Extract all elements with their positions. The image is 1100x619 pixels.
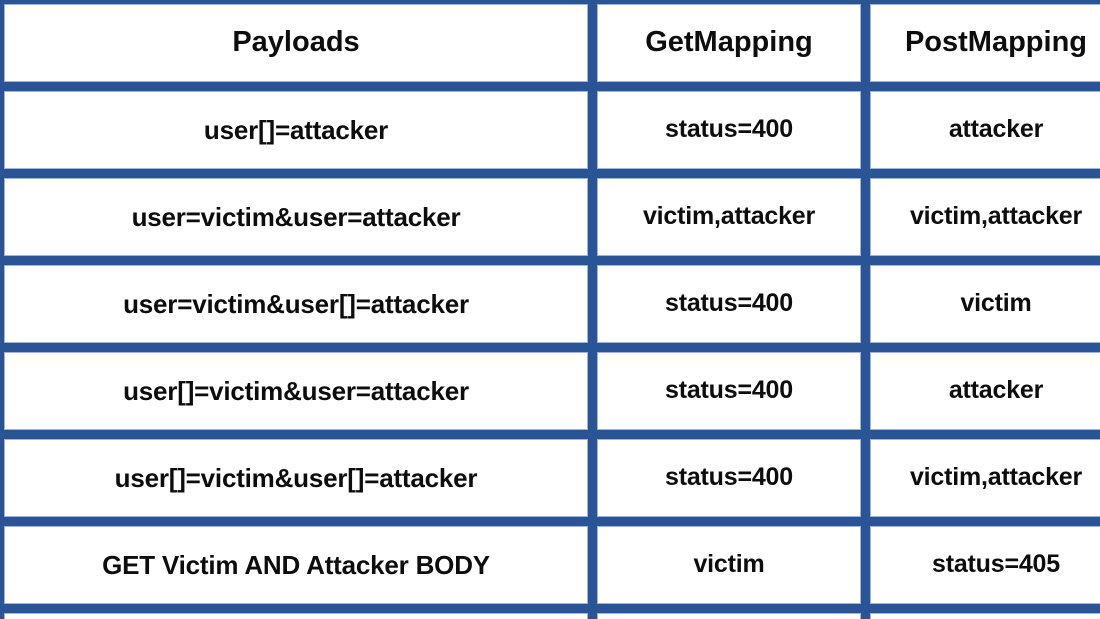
table-row: user=victim&user[]=attacker [4, 265, 588, 343]
table-row: user[]=victim&user=attacker [4, 352, 588, 430]
column-header-payloads: Payloads [4, 4, 588, 82]
table-row: status=400 [597, 91, 861, 169]
table-row: victim [870, 265, 1100, 343]
table-row: GET Victim AND Attacker BODY [4, 526, 588, 604]
table-row: POST Victim AND Attacker Query [4, 613, 588, 619]
table-row: status=400 [597, 265, 861, 343]
table-row: victim,attacker [597, 178, 861, 256]
table-row: victim,attacker [870, 439, 1100, 517]
column-header-postmapping: PostMapping [870, 4, 1100, 82]
column-header-getmapping: GetMapping [597, 4, 861, 82]
table-row: user[]=victim&user[]=attacker [4, 439, 588, 517]
table-row: victim [597, 526, 861, 604]
table-row: user[]=attacker [4, 91, 588, 169]
table-row: attacker [870, 91, 1100, 169]
table-row: status=400 [597, 352, 861, 430]
table-row: user=victim&user=attacker [4, 178, 588, 256]
table-row: status=405 [597, 613, 861, 619]
table-row: status=405 [870, 526, 1100, 604]
table-row: status=400 [597, 439, 861, 517]
table-row: victim,attacker [870, 178, 1100, 256]
table-row: attacker [870, 352, 1100, 430]
table-row: attacker,victim [870, 613, 1100, 619]
